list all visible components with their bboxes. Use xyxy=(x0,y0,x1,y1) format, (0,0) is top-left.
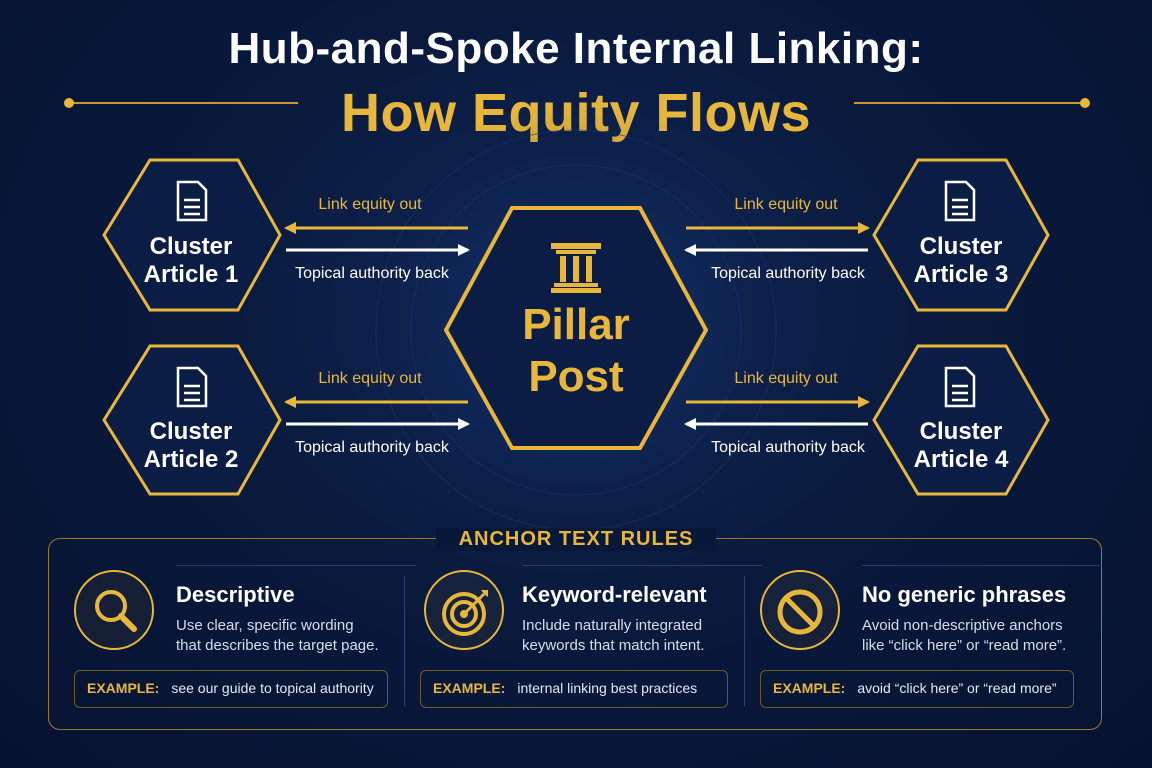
pillar-label-line1: Pillar xyxy=(522,300,630,349)
rule-example-box: EXAMPLE: internal linking best practices xyxy=(420,670,728,708)
flow-label-back-4: Topical authority back xyxy=(711,439,865,456)
magnifier-icon xyxy=(74,570,154,650)
prohibited-icon xyxy=(760,570,840,650)
rule-descriptive: Descriptive Use clear, specific wording … xyxy=(74,560,416,720)
page-title: Hub-and-Spoke Internal Linking: xyxy=(228,24,924,73)
document-icon xyxy=(176,366,208,408)
flow-label-out-2: Link equity out xyxy=(318,370,422,387)
document-icon xyxy=(176,180,208,222)
cluster-2-label-line1: Cluster xyxy=(149,418,233,445)
cluster-1-label-line2: Article 1 xyxy=(143,261,239,288)
rule-title-underline xyxy=(862,565,1102,566)
rule-description-line2: that describes the target page. xyxy=(176,637,379,654)
cluster-hexagon-3 xyxy=(872,158,1050,312)
flow-label-back-3: Topical authority back xyxy=(711,265,865,282)
rule-description: Include naturally integrated keywords th… xyxy=(522,616,762,656)
flow-label-back-1: Topical authority back xyxy=(295,265,449,282)
rule-description: Use clear, specific wording that describ… xyxy=(176,616,416,656)
rule-title-underline xyxy=(522,565,762,566)
cluster-1-label-line1: Cluster xyxy=(149,233,233,260)
column-icon xyxy=(551,243,601,293)
pillar-ring-inner xyxy=(410,164,742,496)
rule-title: No generic phrases xyxy=(862,582,1067,607)
flow-label-out-1: Link equity out xyxy=(318,196,422,213)
title-rule-right xyxy=(854,102,1084,104)
flow-label-back-2: Topical authority back xyxy=(295,439,449,456)
cluster-hexagon-1 xyxy=(102,158,282,312)
rule-description-line2: like “click here” or “read more”. xyxy=(862,637,1067,654)
cluster-4-label-line1: Cluster xyxy=(919,418,1003,445)
title-rule-dot-right xyxy=(1080,98,1090,108)
example-text: avoid “click here” or “read more” xyxy=(857,680,1057,696)
example-label: EXAMPLE: xyxy=(773,680,846,696)
rule-description: Avoid non-descriptive anchors like “clic… xyxy=(862,616,1102,656)
title-rule-dot-left xyxy=(64,98,74,108)
flow-label-out-4: Link equity out xyxy=(734,370,838,387)
rules-divider-1 xyxy=(404,576,405,706)
cluster-hexagon-2 xyxy=(102,344,282,496)
rule-example-box: EXAMPLE: see our guide to topical authori… xyxy=(74,670,388,708)
pillar-hexagon xyxy=(443,206,709,450)
rule-description-line1: Avoid non-descriptive anchors xyxy=(862,617,1063,634)
cluster-3-label-line1: Cluster xyxy=(919,233,1003,260)
rule-keyword-relevant: Keyword-relevant Include naturally integ… xyxy=(420,560,762,720)
rule-no-generic-phrases: No generic phrases Avoid non-descriptive… xyxy=(760,560,1102,720)
rule-title-underline xyxy=(176,565,416,566)
cluster-2-label-line2: Article 2 xyxy=(143,446,239,473)
cluster-hexagon-4 xyxy=(872,344,1050,496)
anchor-rules-heading: ANCHOR TEXT RULES xyxy=(436,528,716,551)
example-label: EXAMPLE: xyxy=(433,680,506,696)
cluster-4-label-line2: Article 4 xyxy=(913,446,1009,473)
target-icon xyxy=(424,570,504,650)
example-label: EXAMPLE: xyxy=(87,680,160,696)
rule-description-line1: Use clear, specific wording xyxy=(176,617,354,634)
document-icon xyxy=(944,180,976,222)
rule-example-box: EXAMPLE: avoid “click here” or “read more… xyxy=(760,670,1074,708)
cluster-3-label-line2: Article 3 xyxy=(913,261,1009,288)
flow-label-out-3: Link equity out xyxy=(734,196,838,213)
title-rule-left xyxy=(68,102,298,104)
rule-title: Descriptive xyxy=(176,582,295,607)
rule-description-line2: keywords that match intent. xyxy=(522,637,705,654)
rule-description-line1: Include naturally integrated xyxy=(522,617,703,634)
rule-title: Keyword-relevant xyxy=(522,582,707,607)
pillar-label-line2: Post xyxy=(528,352,624,401)
example-text: internal linking best practices xyxy=(517,680,698,696)
example-text: see our guide to topical authority xyxy=(171,680,374,696)
document-icon xyxy=(944,366,976,408)
rules-divider-2 xyxy=(744,576,745,706)
